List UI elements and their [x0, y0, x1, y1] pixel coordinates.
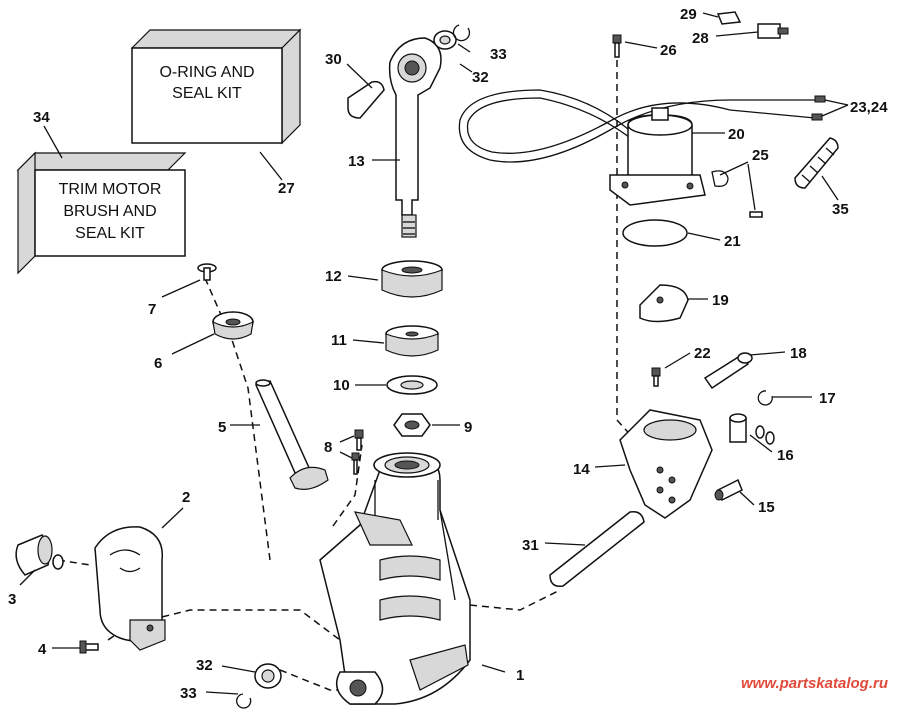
rod-31	[549, 510, 645, 588]
callout-16: 16	[777, 447, 794, 464]
callout-32-bottom: 32	[196, 657, 213, 674]
callout-27: 27	[278, 180, 295, 197]
piston-11	[385, 325, 439, 357]
nut-9	[393, 413, 431, 437]
washer-10	[386, 375, 438, 395]
reservoir-2	[94, 526, 166, 651]
kit-box-oring-seal: O-RING AND SEAL KIT	[130, 28, 302, 145]
kit-trim-motor-line-3: SEAL KIT	[75, 225, 145, 242]
callout-33-bottom: 33	[180, 685, 197, 702]
connector-28	[757, 23, 789, 39]
callout-34: 34	[33, 109, 50, 126]
callout-3: 3	[8, 591, 16, 608]
bushing-32-bottom	[254, 663, 282, 689]
callout-21: 21	[724, 233, 741, 250]
callout-32-top: 32	[472, 69, 489, 86]
callout-19: 19	[712, 292, 729, 309]
bearing-3	[15, 534, 64, 576]
watermark: www.partskatalog.ru	[741, 675, 888, 692]
callout-11: 11	[331, 332, 347, 349]
callout-12: 12	[325, 268, 342, 285]
callout-33-top: 33	[490, 46, 507, 63]
callout-2: 2	[182, 489, 190, 506]
bolt-15	[714, 478, 743, 502]
trim-rod-13	[388, 37, 442, 238]
spring-35	[794, 137, 839, 189]
callout-22: 22	[694, 345, 711, 362]
screw-22	[651, 367, 661, 387]
valve-16	[729, 413, 775, 445]
tube-5	[254, 379, 329, 490]
kit-oring-seal-line-1: O-RING AND	[159, 64, 254, 81]
callout-25: 25	[752, 147, 769, 164]
callout-15: 15	[758, 499, 775, 516]
callout-6: 6	[154, 355, 162, 372]
ring-17	[757, 390, 773, 406]
callout-4: 4	[38, 641, 47, 658]
retaining-ring-33-bottom	[236, 693, 252, 709]
clip-29	[716, 11, 742, 25]
clamp-25	[711, 170, 763, 218]
callout-8: 8	[324, 439, 332, 456]
trim-motor-20	[609, 107, 706, 206]
wiring-harness	[458, 89, 826, 163]
leader-lines	[19, 12, 849, 695]
callout-23-24: 23,24	[850, 99, 888, 116]
valve-18	[703, 352, 753, 390]
kit-box-trim-motor: TRIM MOTOR BRUSH AND SEAL KIT	[16, 151, 187, 275]
kit-trim-motor-line-1: TRIM MOTOR	[59, 181, 162, 198]
callout-35: 35	[832, 201, 849, 218]
pump-14	[619, 409, 713, 519]
callout-30: 30	[325, 51, 342, 68]
callout-labels: 1 2 3 4 5 6 7 8 9 10 11 12 13 14 15 16 1…	[8, 6, 888, 702]
callout-18: 18	[790, 345, 807, 362]
callout-29: 29	[680, 6, 697, 23]
callout-31: 31	[522, 537, 539, 554]
oring-21	[622, 219, 688, 247]
kit-trim-motor-line-2: BRUSH AND	[63, 203, 156, 220]
callout-9: 9	[464, 419, 472, 436]
callout-1: 1	[516, 667, 524, 684]
bushing-32-top	[433, 30, 457, 50]
callout-10: 10	[333, 377, 350, 394]
screw-7	[197, 263, 217, 281]
cover-19	[639, 284, 689, 323]
screw-26	[612, 34, 622, 58]
piston-12	[381, 260, 443, 298]
trim-housing-1	[319, 452, 471, 705]
cap-6	[212, 311, 254, 340]
callout-7: 7	[148, 301, 156, 318]
callout-5: 5	[218, 419, 226, 436]
retaining-ring-33-top	[452, 24, 471, 42]
callout-26: 26	[660, 42, 677, 59]
callout-20: 20	[728, 126, 745, 143]
callout-13: 13	[348, 153, 365, 170]
callout-14: 14	[573, 461, 590, 478]
kit-oring-seal-line-2: SEAL KIT	[172, 85, 242, 102]
pin-30	[347, 80, 385, 119]
screw-4	[79, 640, 99, 654]
screws-8	[351, 429, 364, 475]
callout-28: 28	[692, 30, 709, 47]
callout-17: 17	[819, 390, 836, 407]
